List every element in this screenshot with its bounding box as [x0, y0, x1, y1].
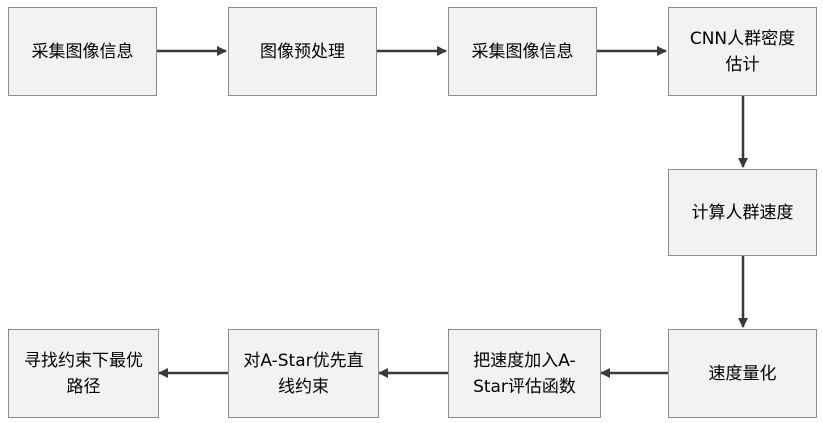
node-cnn-density-estimation: CNN人群密度估计 — [668, 7, 817, 96]
node-label: 对A-Star优先直线约束 — [243, 348, 364, 400]
node-collect-image-info-1: 采集图像信息 — [8, 7, 157, 96]
node-label: CNN人群密度估计 — [683, 26, 802, 78]
node-astar-line-constraint: 对A-Star优先直线约束 — [228, 329, 379, 418]
node-label: 采集图像信息 — [32, 39, 134, 65]
node-speed-quantization: 速度量化 — [668, 329, 817, 418]
node-astar-evaluation: 把速度加入A-Star评估函数 — [448, 329, 601, 418]
node-label: 计算人群速度 — [692, 200, 794, 226]
node-image-preprocess: 图像预处理 — [228, 7, 377, 96]
node-collect-image-info-2: 采集图像信息 — [448, 7, 597, 96]
node-label: 图像预处理 — [260, 39, 345, 65]
node-label: 把速度加入A-Star评估函数 — [463, 348, 586, 400]
node-compute-crowd-speed: 计算人群速度 — [668, 169, 817, 256]
node-optimal-path: 寻找约束下最优路径 — [8, 329, 159, 418]
node-label: 速度量化 — [709, 361, 777, 387]
node-label: 采集图像信息 — [472, 39, 574, 65]
node-label: 寻找约束下最优路径 — [23, 348, 144, 400]
